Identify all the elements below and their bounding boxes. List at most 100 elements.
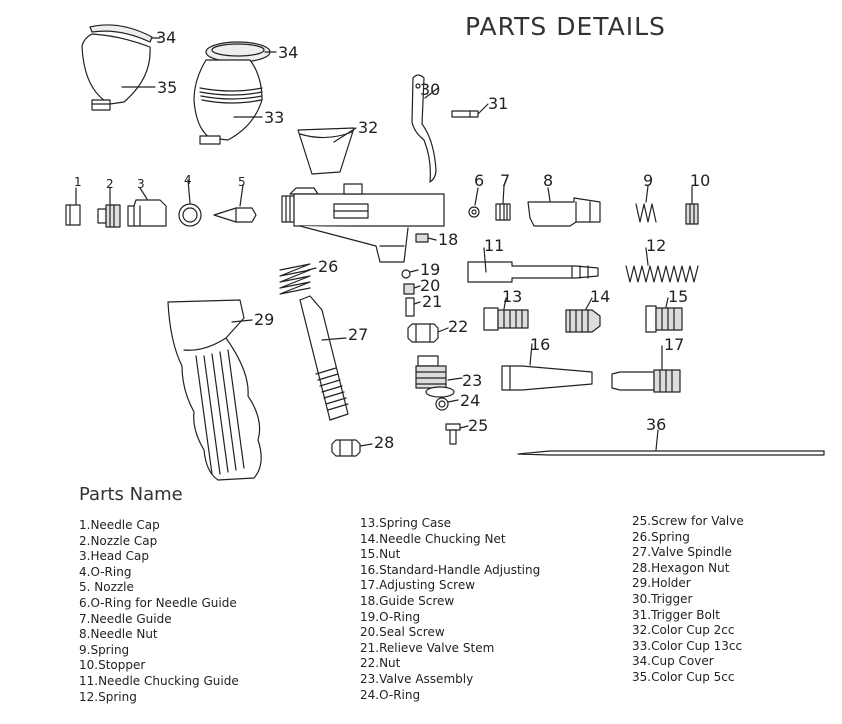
part-33-color-cup-13cc: [193, 59, 263, 145]
callout-23: 23: [462, 371, 482, 390]
parts-list-item: 6.O-Ring for Needle Guide: [79, 595, 237, 610]
part-14-needle-chucking-net: [565, 297, 601, 333]
parts-list-item: 30.Trigger: [632, 591, 693, 606]
part-1-needle-cap: [65, 187, 81, 226]
parts-list-item: 10.Stopper: [79, 658, 146, 673]
page-title: PARTS DETAILS: [465, 12, 666, 41]
parts-list-item: 21.Relieve Valve Stem: [360, 640, 495, 655]
part-23-valve-assembly: [415, 355, 463, 398]
callout-13: 13: [502, 287, 522, 306]
callout-29: 29: [254, 310, 274, 329]
parts-list-item: 32.Color Cup 2cc: [632, 623, 735, 638]
parts-list-item: 16.Standard-Handle Adjusting: [360, 562, 541, 577]
parts-list-item: 35.Color Cup 5cc: [632, 669, 735, 684]
parts-list-item: 5. Nozzle: [79, 580, 134, 595]
part-20-seal-screw: [403, 283, 421, 295]
parts-list-item: 23.Valve Assembly: [360, 671, 474, 686]
parts-list-item: 22.Nut: [360, 656, 401, 671]
part-19-o-ring: [401, 269, 419, 279]
parts-name-heading: Parts Name: [79, 484, 183, 505]
callout-25: 25: [468, 416, 488, 435]
part-36-needle: [517, 429, 825, 456]
callout-6: 6: [474, 171, 484, 190]
callout-9: 9: [643, 171, 653, 190]
parts-list-item: 7.Needle Guide: [79, 611, 172, 626]
part-8-needle-nut: [527, 187, 601, 227]
parts-list-item: 13.Spring Case: [360, 516, 451, 530]
callout-31: 31: [488, 94, 508, 113]
callout-26: 26: [318, 257, 338, 276]
part-3-head-cap: [127, 187, 167, 227]
part-15-nut: [645, 297, 683, 333]
part-10-stopper: [685, 185, 699, 225]
callout-20: 20: [420, 276, 440, 295]
part-35-color-cup-5cc: [81, 33, 156, 111]
callout-8: 8: [543, 171, 553, 190]
callout-35: 35: [157, 78, 177, 97]
callout-labels: 34 35 34 33 32 30 31 1 2 3 4 5 6 7 8 9 1…: [74, 28, 710, 452]
callout-28: 28: [374, 433, 394, 452]
callout-16: 16: [530, 335, 550, 354]
part-4-o-ring: [178, 179, 202, 227]
parts-list-item: 27.Valve Spindle: [632, 545, 732, 560]
callout-4: 4: [184, 173, 192, 187]
part-22-nut: [407, 323, 449, 343]
part-30-trigger: [411, 74, 439, 183]
part-26-spring: [279, 263, 317, 295]
parts-list-item: 3.Head Cap: [79, 549, 149, 564]
parts-list-item: 20.Seal Screw: [360, 625, 445, 640]
part-32-color-cup-2cc: [297, 127, 357, 175]
parts-list-item: 28.Hexagon Nut: [632, 560, 730, 575]
callout-32: 32: [358, 118, 378, 137]
parts-list-item: 29.Holder: [632, 576, 691, 591]
part-2-nozzle-cap: [97, 187, 121, 228]
callout-7: 7: [500, 171, 510, 190]
part-6-o-ring: [468, 187, 480, 218]
parts-list-column-2: 13.Spring Case 14.Needle Chucking Net 15…: [360, 516, 540, 703]
callout-24: 24: [460, 391, 480, 410]
callout-12: 12: [646, 236, 666, 255]
callout-10: 10: [690, 171, 710, 190]
callout-34b: 34: [278, 43, 298, 62]
parts-list-item: 26.Spring: [632, 529, 690, 544]
part-16-standard-handle-adjusting: [501, 343, 593, 391]
part-29-holder: [167, 299, 262, 481]
parts-list-item: 31.Trigger Bolt: [632, 607, 720, 622]
callout-33: 33: [264, 108, 284, 127]
parts-list-item: 34.Cup Cover: [632, 654, 714, 669]
parts-list-item: 24.O-Ring: [360, 687, 421, 702]
parts-list-column-3: 25.Screw for Valve 26.Spring 27.Valve Sp…: [632, 514, 744, 686]
parts-list-item: 33.Color Cup 13cc: [632, 638, 743, 653]
callout-11: 11: [484, 236, 504, 255]
parts-list-item: 17.Adjusting Screw: [360, 578, 476, 593]
parts-list-item: 1.Needle Cap: [79, 518, 160, 532]
part-21-relieve-valve-stem: [405, 297, 421, 317]
callout-19: 19: [420, 260, 440, 279]
callout-22: 22: [448, 317, 468, 336]
callout-15: 15: [668, 287, 688, 306]
part-25-screw-for-valve: [445, 423, 469, 445]
parts-list-item: 25.Screw for Valve: [632, 514, 744, 528]
callout-18: 18: [438, 230, 458, 249]
callout-36: 36: [646, 415, 666, 434]
part-34-cup-cover-small: [89, 24, 161, 43]
parts-list-item: 2.Nozzle Cap: [79, 533, 158, 548]
parts-list-item: 11.Needle Chucking Guide: [79, 673, 239, 688]
parts-list-item: 4.O-Ring: [79, 564, 132, 579]
part-12-spring: [625, 247, 699, 283]
parts-list-item: 12.Spring: [79, 689, 137, 704]
callout-5: 5: [238, 175, 246, 189]
callout-2: 2: [106, 177, 114, 191]
parts-list-item: 8.Needle Nut: [79, 627, 158, 642]
part-9-spring: [635, 185, 657, 223]
part-17-adjusting-screw: [611, 345, 681, 393]
callout-3: 3: [137, 177, 145, 191]
callout-21: 21: [422, 292, 442, 311]
parts-list-column-1: 1.Needle Cap 2.Nozzle Cap 3.Head Cap 4.O…: [79, 518, 239, 705]
part-27-valve-spindle: [299, 295, 349, 421]
part-5-nozzle: [213, 184, 257, 223]
part-24-o-ring: [435, 397, 459, 411]
parts-list-item: 18.Guide Screw: [360, 593, 455, 608]
callout-27: 27: [348, 325, 368, 344]
